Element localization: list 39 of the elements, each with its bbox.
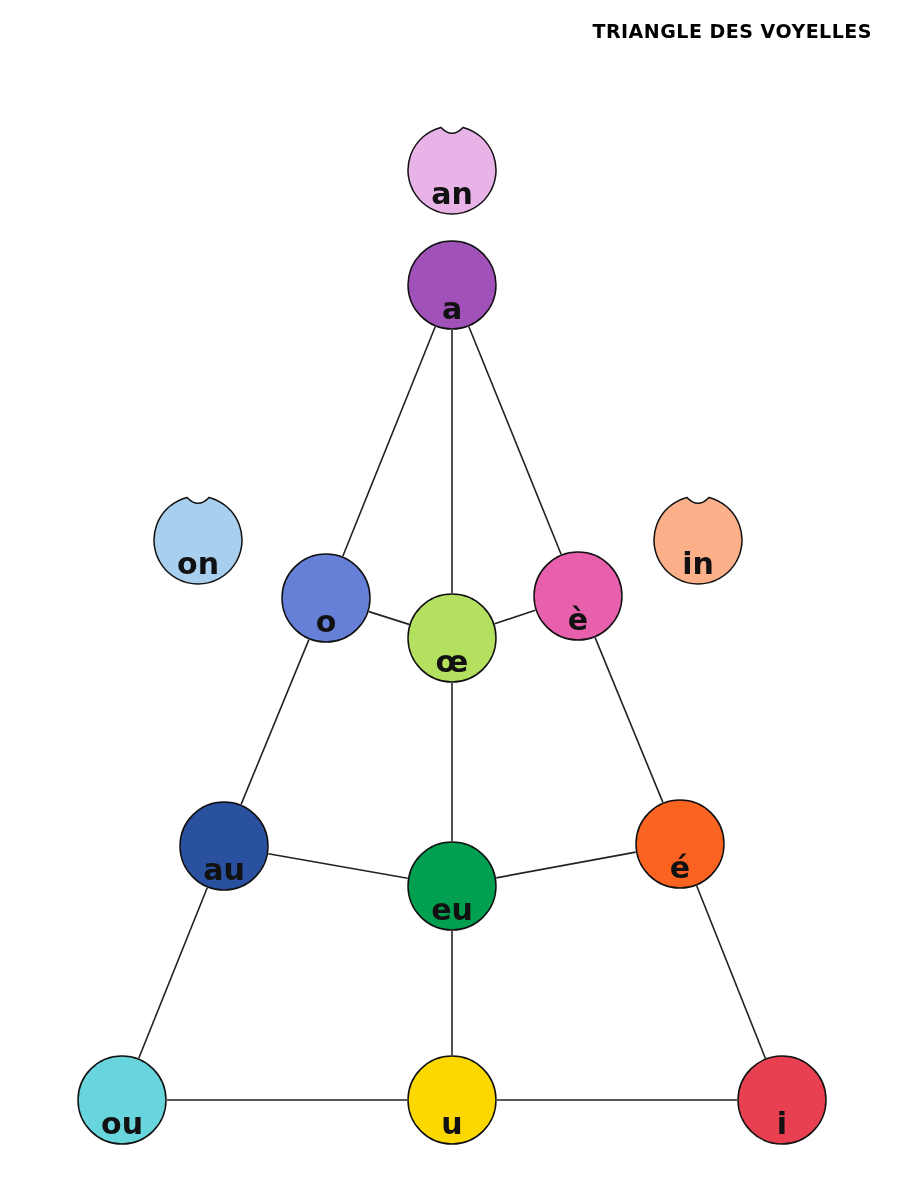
connector-line [137, 886, 209, 1060]
connector-line [267, 853, 409, 879]
connector-line [594, 636, 664, 804]
connector-line [342, 325, 436, 558]
vowel-label: œ [434, 645, 470, 679]
vowel-label: o [314, 605, 338, 639]
circle-node [635, 799, 725, 889]
circle-node [281, 553, 371, 643]
circle-node [407, 841, 497, 931]
vowel-label: ou [100, 1107, 144, 1141]
circle-node [407, 593, 497, 683]
vowel-label: u [440, 1107, 464, 1141]
connector-line [495, 851, 637, 879]
connector-line [451, 682, 453, 842]
circle-node [737, 1055, 827, 1145]
diagram-title: TRIANGLE DES VOYELLES [592, 20, 872, 42]
connector-line [451, 930, 453, 1056]
circle-node [179, 801, 269, 891]
vowel-label: i [775, 1107, 789, 1141]
circle-node [407, 240, 497, 330]
connector-line [240, 638, 310, 806]
connector-line [695, 885, 767, 1059]
vowel-label: é [668, 851, 692, 885]
connector-line [368, 610, 410, 626]
connector-line [468, 325, 562, 556]
vowel-label: an [430, 177, 474, 211]
vowel-label: in [681, 547, 715, 581]
vowel-label: a [440, 292, 464, 326]
circle-node [407, 1055, 497, 1145]
connector-line [493, 609, 537, 625]
vowel-label: on [176, 547, 220, 581]
connector-line [496, 1099, 738, 1101]
circle-node [533, 551, 623, 641]
vowel-label: au [202, 853, 246, 887]
circle-node [77, 1055, 167, 1145]
connector-line [166, 1099, 408, 1101]
vowel-label: è [566, 603, 590, 637]
vowel-label: eu [430, 893, 474, 927]
connector-line [451, 329, 453, 594]
